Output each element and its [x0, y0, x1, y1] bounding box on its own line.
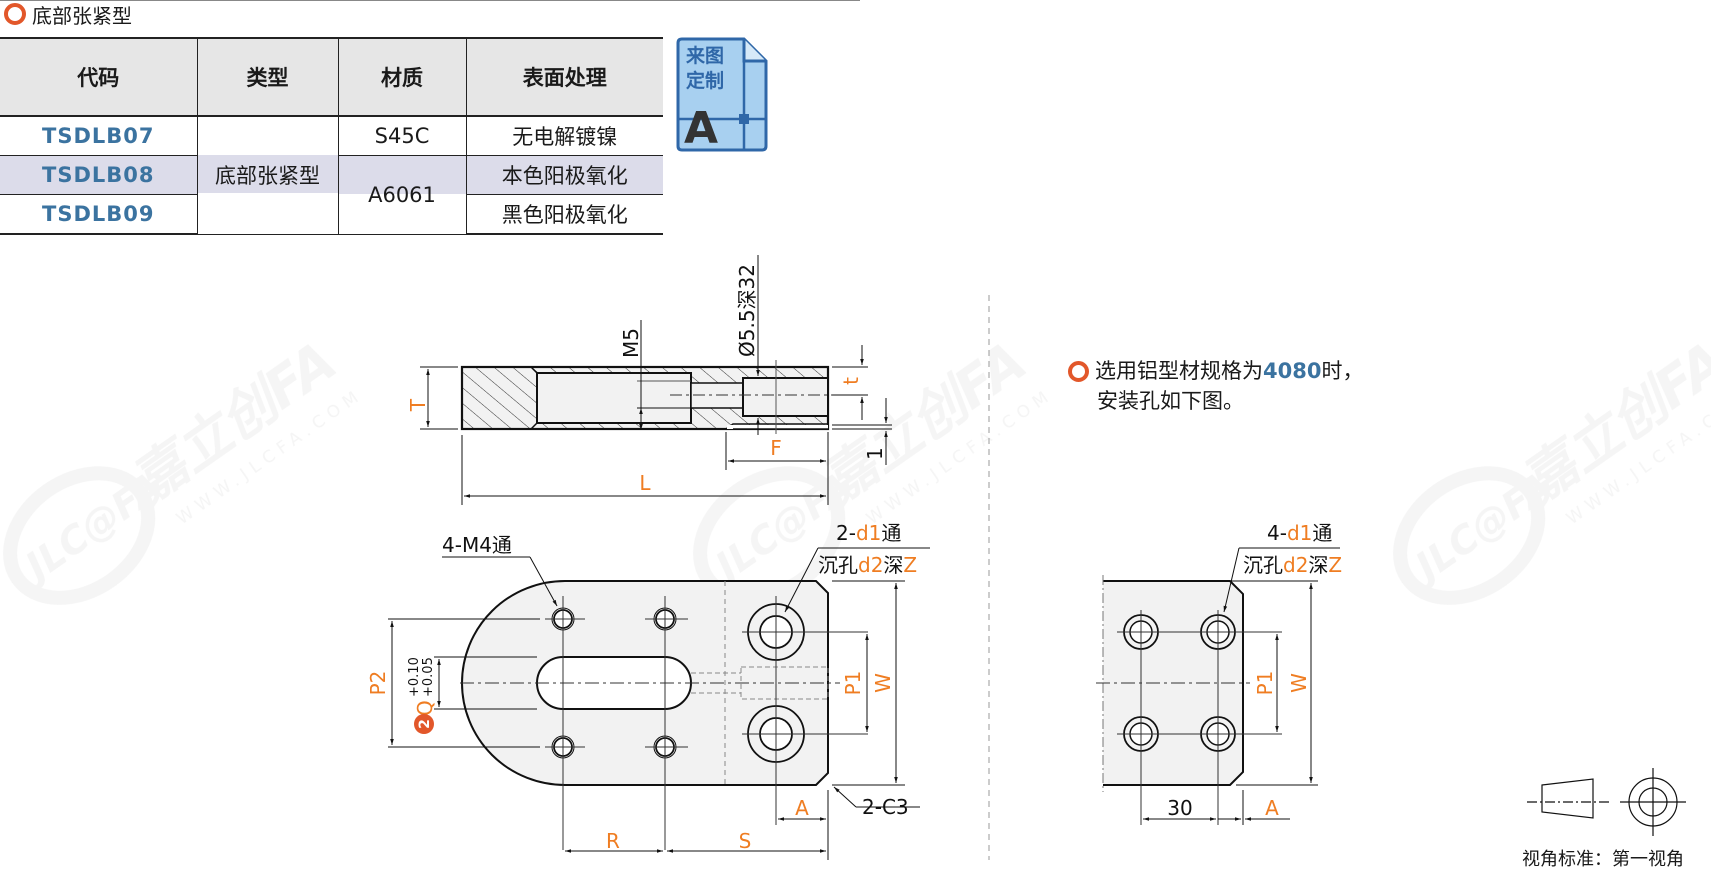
- material-cell: A6061: [337, 155, 467, 235]
- custom-drawing-badge: 来图 定制 A: [676, 37, 768, 152]
- dim-W-label: W: [871, 673, 895, 693]
- dim-A-label: A: [795, 796, 809, 820]
- dim-Q-tol-upper: +0.10: [407, 657, 422, 697]
- surface-cell: 本色阳极氧化: [465, 155, 663, 195]
- top-view-dimensions: [0, 0, 930, 860]
- type-highlight: [197, 155, 338, 193]
- marker-2-icon: [414, 714, 434, 734]
- dim-t-label: t: [839, 377, 863, 385]
- dim-A-label: A: [1265, 796, 1279, 820]
- table-row: TSDLB08 A6061 本色阳极氧化: [0, 155, 663, 235]
- first-angle-projection-icon: [1527, 768, 1686, 836]
- dim-F-label: F: [770, 436, 782, 460]
- note-profile-size: 4080: [1263, 359, 1322, 383]
- dim-W-label: W: [1287, 673, 1311, 693]
- dim-P1-label: P1: [841, 671, 865, 696]
- material-highlight: [338, 156, 466, 194]
- header-type: 类型: [196, 37, 339, 117]
- badge-letter: A: [684, 103, 718, 152]
- dim-P1-label: P1: [1253, 671, 1277, 696]
- dim-L-label: L: [639, 471, 651, 495]
- circle-bullet-icon: [4, 3, 26, 25]
- dim-R-label: R: [606, 829, 620, 853]
- type-text: 底部张紧型: [215, 164, 320, 189]
- table-header-row: 代码 类型 材质 表面处理: [0, 37, 663, 117]
- header-material: 材质: [337, 37, 467, 117]
- profile-view-dimensions: [1143, 547, 1340, 825]
- section-title: 底部张紧型: [4, 0, 132, 28]
- hole-label: Ø5.5深32: [735, 264, 759, 357]
- dim-S-label: S: [739, 829, 752, 853]
- chamfer-label: 2-C3: [862, 795, 909, 819]
- dim-Q-label: Q: [413, 700, 437, 716]
- view-standard-label: 视角标准：第一视角: [1522, 849, 1684, 870]
- material-text: A6061: [368, 182, 436, 207]
- spec-table: 代码 类型 材质 表面处理 TSDLB07 底部张紧型 S45C 无电解镀镍 T…: [0, 37, 663, 235]
- d1-callout: 4-d1通: [1267, 521, 1332, 545]
- header-surface: 表面处理: [465, 37, 663, 117]
- table-row: TSDLB09 黑色阳极氧化: [0, 194, 663, 235]
- side-section-view: [460, 360, 860, 434]
- m5-label: M5: [619, 328, 643, 358]
- dim-P2-label: P2: [366, 671, 390, 696]
- top-view-labels: 4-M4通 2-d1通 沉孔d2深Z P2 Q +0.10 +0.05 2 P1…: [366, 521, 917, 853]
- dim-T-label: T: [406, 398, 430, 412]
- section-title-text: 底部张紧型: [32, 3, 132, 28]
- badge-line1: 来图: [686, 45, 724, 67]
- side-view-labels: T M5 Ø5.5深32 t 1 F L: [406, 264, 887, 495]
- d1-callout: 2-d1通: [836, 521, 901, 545]
- type-cell: 底部张紧型: [196, 115, 339, 235]
- profile-4080-view: [1096, 575, 1282, 825]
- badge-line2: 定制: [686, 69, 724, 92]
- note-prefix: 选用铝型材规格为: [1095, 359, 1263, 383]
- material-cell: S45C: [337, 115, 467, 156]
- dim-Q-tol-lower: +0.05: [421, 657, 436, 697]
- note-line2: 安装孔如下图。: [1097, 389, 1244, 413]
- m4-callout: 4-M4通: [442, 533, 512, 557]
- code-cell: TSDLB09: [0, 194, 198, 235]
- table-row: TSDLB07 底部张紧型 S45C 无电解镀镍: [0, 115, 663, 235]
- profile-view-labels: 4-d1通 沉孔d2深Z P1 W 30 A: [1167, 521, 1342, 820]
- header-code: 代码: [0, 37, 198, 117]
- top-view: [460, 580, 868, 850]
- dim-1-label: 1: [863, 447, 887, 460]
- counterbore-callout: 沉孔d2深Z: [818, 553, 917, 577]
- badge-node: [739, 114, 749, 124]
- surface-cell: 黑色阳极氧化: [465, 194, 663, 235]
- counterbore-callout: 沉孔d2深Z: [1243, 553, 1342, 577]
- circle-bullet-icon: [1068, 360, 1089, 382]
- note-suffix: 时，: [1321, 359, 1364, 383]
- dim-30-label: 30: [1167, 796, 1192, 820]
- code-cell: TSDLB08: [0, 155, 198, 195]
- side-view-dimensions: [420, 255, 892, 505]
- marker-2-label: 2: [417, 719, 433, 729]
